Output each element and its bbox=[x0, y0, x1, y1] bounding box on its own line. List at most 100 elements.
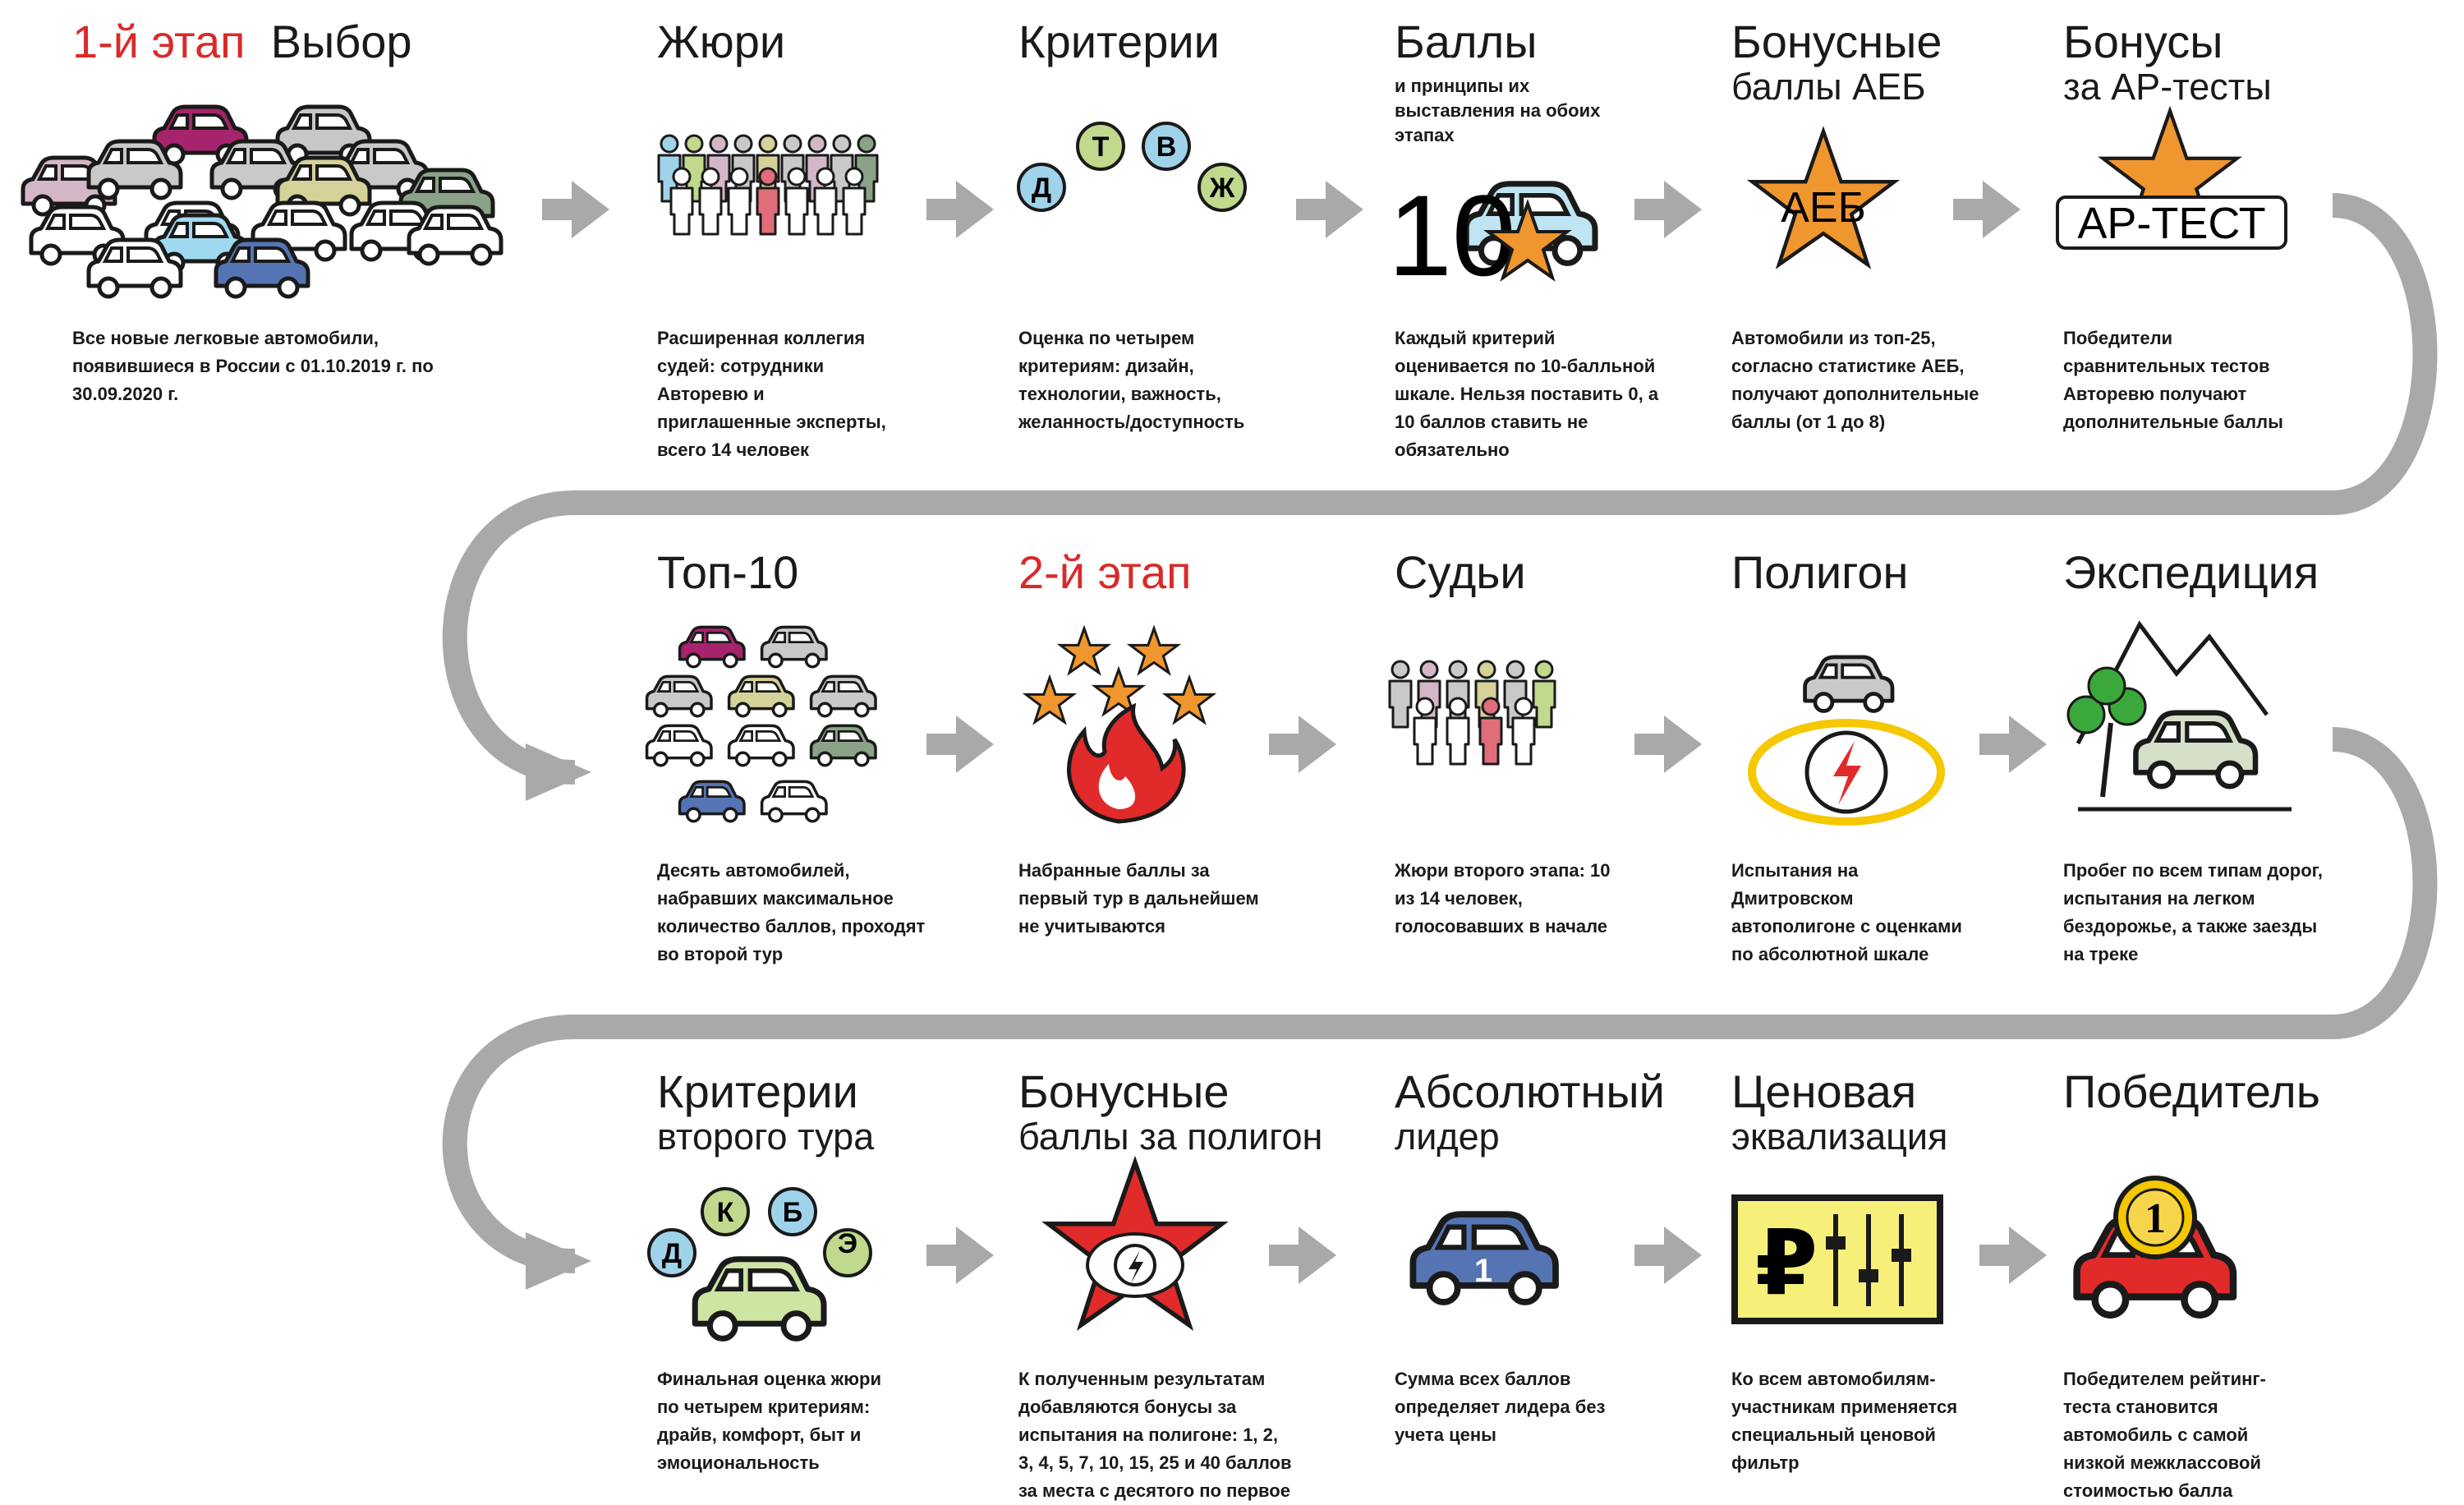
criteria2-icon: Д К Б Э bbox=[647, 1187, 872, 1338]
aeb-label: АЕБ bbox=[1781, 184, 1866, 232]
step-4-scores: Баллы и принципы их выставления на обоих… bbox=[1395, 18, 1723, 148]
criteria-letter: В bbox=[1156, 131, 1177, 163]
step-6-desc: Победители сравнительных тестов Авторевю… bbox=[2063, 328, 2283, 432]
arrow-2-3 bbox=[926, 181, 994, 238]
arrow-4-5 bbox=[1634, 181, 1702, 238]
step-14-leader: Абсолютный лидер bbox=[1395, 1068, 1723, 1158]
step-title: Критерии bbox=[657, 1065, 858, 1117]
step-subtitle: второго тура bbox=[657, 1116, 875, 1158]
step-title: Ценовая bbox=[1731, 1065, 1917, 1117]
step-title: Топ-10 bbox=[657, 546, 799, 598]
step-2-jury: Жюри bbox=[657, 18, 986, 66]
criteria-letter: Д bbox=[1032, 173, 1051, 204]
step-11-desc: Пробег по всем типам дорог, испытания на… bbox=[2063, 860, 2324, 964]
arrow-7-8 bbox=[926, 716, 994, 773]
arrow-9-10 bbox=[1634, 716, 1702, 773]
criteria2-letter: К bbox=[717, 1197, 734, 1228]
flow-curve-2-head bbox=[526, 1232, 591, 1290]
flow-curve-2 bbox=[442, 727, 2438, 1273]
step-14-desc: Сумма всех баллов определяет лидера без … bbox=[1395, 1369, 1606, 1445]
step-9-desc: Жюри второго этапа: 10 из 14 человек, го… bbox=[1395, 860, 1611, 937]
step-1-desc: Все новые легковые автомобили, появившие… bbox=[72, 328, 434, 404]
step-title: Баллы bbox=[1395, 16, 1538, 67]
step-5-aeb-bonus: Бонусные баллы АЕБ bbox=[1731, 18, 2060, 108]
ruble-symbol: ₽ bbox=[1755, 1210, 1818, 1315]
arrow-14-15 bbox=[1634, 1227, 1702, 1284]
step-10-polygon: Полигон bbox=[1731, 549, 2060, 596]
step-3-desc: Оценка по четырем критериям: дизайн, тех… bbox=[1018, 328, 1245, 432]
flow-curve-1-head bbox=[526, 743, 591, 801]
ar-test-label: АР-ТЕСТ bbox=[2077, 199, 2265, 248]
arrow-5-6 bbox=[1953, 181, 2020, 238]
step-16-desc: Победителем рейтинг-теста становится авт… bbox=[2063, 1369, 2266, 1501]
step-13-desc: К полученным результатам добавляются бон… bbox=[1018, 1369, 1292, 1501]
price-equalizer-icon: ₽ bbox=[1731, 1194, 1943, 1324]
step-title: Жюри bbox=[657, 16, 786, 67]
step-11-expedition: Экспедиция bbox=[2063, 549, 2392, 596]
step-title: Победитель bbox=[2063, 1065, 2320, 1117]
ar-test-badge-icon: АР-ТЕСТ bbox=[2056, 111, 2287, 250]
step-15-price-eq: Ценовая эквализация bbox=[1731, 1068, 2060, 1158]
arrow-15-16 bbox=[1979, 1227, 2047, 1284]
step-5-desc: Автомобили из топ-25, согласно статистик… bbox=[1731, 328, 1979, 432]
criteria2-letter: Э bbox=[838, 1228, 857, 1259]
arrow-10-11 bbox=[1979, 716, 2047, 773]
aeb-star-icon: АЕБ bbox=[1753, 131, 1895, 265]
test-track-icon bbox=[1748, 657, 1945, 826]
step-title: Бонусные bbox=[1018, 1065, 1230, 1117]
step-15-desc: Ко всем автомобилям-участникам применяет… bbox=[1731, 1369, 1958, 1473]
fire-stars-icon bbox=[1024, 627, 1215, 824]
winner-medal-number: 1 bbox=[2145, 1195, 2166, 1242]
polygon-bonus-star-icon bbox=[1048, 1162, 1221, 1325]
step-13-polygon-bonus: Бонусные баллы за полигон bbox=[1018, 1068, 1347, 1158]
step-subtitle: баллы за полигон bbox=[1018, 1116, 1323, 1158]
leader-car-number: 1 bbox=[1474, 1253, 1492, 1289]
step-subtitle: эквализация bbox=[1731, 1116, 1948, 1158]
step-title: 2-й этап bbox=[1018, 546, 1192, 598]
step-subtitle: и принципы их выставления на обоих этапа… bbox=[1395, 76, 1601, 145]
step-12-desc: Финальная оценка жюри по четырем критери… bbox=[657, 1369, 881, 1473]
leader-car-icon: 1 bbox=[1413, 1214, 1556, 1302]
step-10-desc: Испытания на Дмитровском автополигоне с … bbox=[1731, 860, 1962, 964]
step-6-ar-bonus: Бонусы за АР-тесты bbox=[2063, 18, 2392, 108]
arrow-8-9 bbox=[1269, 716, 1336, 773]
step-title: Судьи bbox=[1395, 546, 1526, 598]
step-8-desc: Набранные баллы за первый тур в дальнейш… bbox=[1018, 860, 1259, 937]
step-title: Полигон bbox=[1731, 546, 1909, 598]
criteria-letter: Ж bbox=[1209, 173, 1235, 204]
criteria-letter: Т bbox=[1092, 131, 1110, 163]
step-subtitle: за АР-тесты bbox=[2063, 66, 2272, 108]
step-title: 1-й этап Выбор bbox=[72, 16, 412, 67]
flow-curve-1 bbox=[442, 193, 2438, 785]
step-1-selection: 1-й этап Выбор bbox=[72, 18, 532, 66]
step-3-criteria: Критерии bbox=[1018, 18, 1347, 66]
arrow-13-14 bbox=[1269, 1227, 1336, 1284]
arrow-3-4 bbox=[1296, 181, 1363, 238]
criteria-icon: Д Т В Ж bbox=[1017, 122, 1595, 263]
judges-crowd-icon bbox=[1388, 660, 1556, 766]
step-title: Абсолютный bbox=[1395, 1065, 1665, 1117]
step-subtitle: лидер bbox=[1395, 1116, 1500, 1158]
criteria2-letter: Д bbox=[662, 1238, 682, 1269]
step-9-judges: Судьи bbox=[1395, 549, 1723, 596]
step-subtitle: баллы АЕБ bbox=[1731, 66, 1926, 108]
jury-crowd-icon bbox=[657, 134, 879, 236]
car-pile-icon bbox=[23, 107, 501, 297]
arrow-12-13 bbox=[926, 1227, 994, 1284]
step-title: Экспедиция bbox=[2063, 546, 2319, 598]
winner-car-icon: 1 bbox=[2077, 1176, 2233, 1315]
arrow-1-2 bbox=[542, 181, 609, 238]
step-12-criteria2: Критерии второго тура bbox=[657, 1068, 986, 1158]
expedition-icon bbox=[2066, 620, 2292, 812]
step-8-stage2: 2-й этап bbox=[1018, 549, 1347, 596]
top10-cars-icon bbox=[645, 625, 877, 823]
score-icon: 10 bbox=[1388, 171, 1569, 300]
step-4-desc: Каждый критерий оценивается по 10-балльн… bbox=[1395, 328, 1659, 460]
step-7-desc: Десять автомобилей, набравших максимальн… bbox=[657, 860, 926, 964]
step-title: Бонусные bbox=[1731, 16, 1942, 67]
step-2-desc: Расширенная коллегия судей: сотрудники А… bbox=[657, 328, 886, 460]
step-7-top10: Топ-10 bbox=[657, 549, 986, 596]
step-title: Критерии bbox=[1018, 16, 1220, 67]
